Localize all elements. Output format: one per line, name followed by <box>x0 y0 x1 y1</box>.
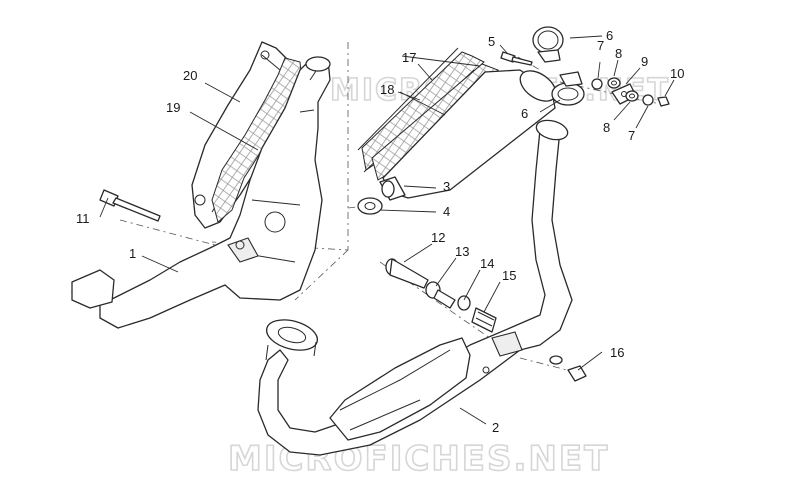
screw-5 <box>500 51 533 66</box>
washer-7-lower <box>642 94 654 106</box>
callout-18: 18 <box>380 82 394 97</box>
callout-13: 13 <box>455 244 469 259</box>
callout-3: 3 <box>443 179 450 194</box>
callout-11: 11 <box>76 211 90 226</box>
callout-7-lower: 7 <box>628 128 635 143</box>
callout-20: 20 <box>183 68 197 83</box>
nut-16 <box>549 355 587 382</box>
leader-lines <box>99 35 675 425</box>
callout-7-upper: 7 <box>597 38 604 53</box>
callout-8-upper: 8 <box>615 46 622 61</box>
callout-5: 5 <box>488 34 495 49</box>
callout-14: 14 <box>480 256 494 271</box>
pin-12 <box>385 258 429 289</box>
callout-19: 19 <box>166 100 180 115</box>
callout-4: 4 <box>443 204 450 219</box>
nut-10 <box>657 96 670 107</box>
nut-8-upper <box>607 77 621 89</box>
clamp-6-upper <box>532 26 564 63</box>
callout-17: 17 <box>402 50 416 65</box>
gasket-4 <box>357 197 383 215</box>
exhaust-pipe-rear <box>257 119 573 456</box>
grommet-15 <box>471 307 497 333</box>
spacer-14 <box>457 295 471 311</box>
callout-6-upper: 6 <box>606 28 613 43</box>
callout-15: 15 <box>502 268 516 283</box>
nut-8-lower <box>625 90 639 102</box>
callout-1: 1 <box>129 246 136 261</box>
callout-2: 2 <box>492 420 499 435</box>
callout-12: 12 <box>431 230 445 245</box>
callout-16: 16 <box>610 345 624 360</box>
clamp-6-lower <box>551 71 585 106</box>
callouts: 1 2 3 4 5 6 6 7 7 8 8 9 10 11 12 13 14 1… <box>76 28 684 435</box>
bolt-11 <box>99 189 161 222</box>
callout-8-lower: 8 <box>603 120 610 135</box>
callout-6-lower: 6 <box>521 106 528 121</box>
callout-9: 9 <box>641 54 648 69</box>
washer-7-upper <box>591 78 603 90</box>
callout-10: 10 <box>670 66 684 81</box>
exhaust-pipe-front <box>71 56 331 329</box>
